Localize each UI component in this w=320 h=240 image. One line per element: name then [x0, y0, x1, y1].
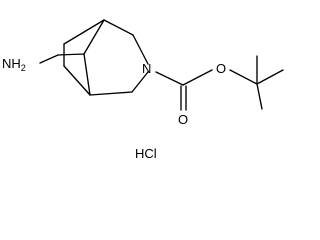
boc-group: O O — [155, 55, 284, 127]
ester-oxygen-label: O — [216, 61, 226, 76]
bond-central-bridge-lower — [83, 53, 91, 96]
bond-carbonyl-c-to-ester-o — [182, 69, 213, 86]
ring-nitrogen-label: N — [142, 61, 151, 76]
bond-top-bridge-right — [103, 19, 134, 36]
bond-top-bridge-left — [63, 19, 105, 45]
amine-label: NH2 — [2, 56, 26, 73]
bond-left-ring-down — [63, 65, 91, 96]
bond-ring-n-to-top — [132, 34, 149, 65]
bond-n-to-carbonyl-c — [155, 71, 184, 86]
bicyclic-ring-bonds — [63, 19, 149, 96]
chemical-structure-diagram: NH2 N O O HCl — [2, 19, 284, 161]
bond-ester-o-to-quaternary-c — [229, 69, 258, 85]
hcl-salt-label: HCl — [135, 146, 157, 161]
bond-ch2-to-nh2 — [39, 54, 59, 64]
bond-bottom-to-ring-n — [131, 71, 149, 93]
bond-central-bridge-upper — [83, 19, 105, 55]
aminomethyl-group: NH2 — [2, 53, 85, 73]
bond-bridge-to-ch2 — [57, 53, 85, 56]
bond-tbu-methyl-down — [256, 83, 263, 110]
carbonyl-oxygen-label: O — [178, 112, 188, 127]
bond-bridgehead-bottom — [89, 91, 133, 96]
bond-tbu-methyl-right — [256, 69, 284, 85]
